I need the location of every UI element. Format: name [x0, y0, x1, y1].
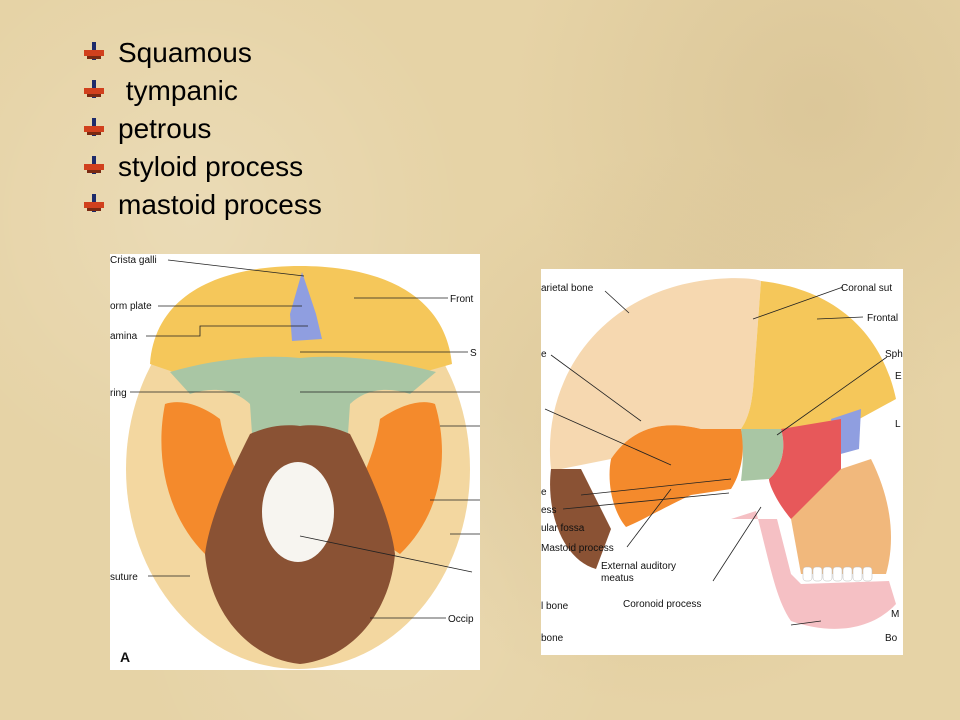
teeth: [802, 566, 873, 582]
label-l: L: [895, 419, 901, 430]
pin-bullet-icon: [84, 156, 104, 174]
bullet-text: styloid process: [118, 151, 304, 182]
label-parietal: arietal bone: [541, 283, 594, 294]
panel-b-labels: arietal bone Coronal sut Frontal Sph E L…: [541, 283, 903, 644]
label-crista-galli: Crista galli: [110, 255, 157, 266]
label-coronal: Coronal sut: [841, 283, 892, 294]
label-bone1: l bone: [541, 601, 569, 612]
label-lamina: amina: [110, 331, 138, 342]
label-fossa: ular fossa: [541, 523, 585, 534]
label-ring: ring: [110, 388, 127, 399]
lateral-skull-svg: arietal bone Coronal sut Frontal Sph E L…: [541, 278, 903, 644]
sphenoid-bone-region: [741, 429, 784, 481]
label-ext-auditory-2: meatus: [601, 573, 634, 584]
leader-lines: [130, 259, 480, 619]
pin-bullet-icon: [84, 194, 104, 212]
label-process: ess: [541, 505, 557, 516]
skull-base-svg: Crista galli orm plate amina Front S rin…: [110, 255, 480, 669]
parietal-bone-region: [549, 278, 761, 469]
bullet-item: Squamous: [84, 34, 322, 72]
bullet-item: petrous: [84, 110, 322, 148]
maxilla-region: [791, 459, 891, 574]
label-occipital: Occip: [448, 614, 474, 625]
bullet-item: tympanic: [84, 72, 322, 110]
bullet-list: Squamous tympanic petrous styloid proces…: [84, 34, 322, 224]
label-bo: Bo: [885, 633, 898, 644]
bullet-text: Squamous: [118, 37, 252, 68]
occipital-bone-region: [550, 469, 611, 569]
leader-lines: [544, 286, 888, 626]
temporal-bone-region: [609, 425, 743, 527]
panel-letter: A: [120, 649, 130, 665]
bullet-text: mastoid process: [118, 189, 322, 220]
foramen-magnum: [262, 462, 334, 562]
bullet-item: styloid process: [84, 148, 322, 186]
label-cribriform-plate: orm plate: [110, 301, 152, 312]
label-sphenoid: S: [470, 348, 477, 359]
panel-a-labels: Crista galli orm plate amina Front S rin…: [110, 255, 477, 665]
bullet-text: petrous: [118, 113, 212, 144]
label-frontal: Front: [450, 294, 474, 305]
label-m: M: [891, 609, 899, 620]
frontal-bone-region: [741, 281, 896, 429]
label-e: E: [895, 371, 902, 382]
label-mastoid: Mastoid process: [541, 543, 614, 554]
label-e-left: e: [541, 349, 547, 360]
label-frontal: Frontal: [867, 313, 898, 324]
label-e-left2: e: [541, 487, 547, 498]
mandible-region: [731, 511, 896, 629]
lateral-skull-diagram: arietal bone Coronal sut Frontal Sph E L…: [541, 269, 903, 655]
label-suture: suture: [110, 572, 138, 583]
label-coronoid: Coronoid process: [623, 599, 701, 610]
skull-base-diagram: Crista galli orm plate amina Front S rin…: [110, 254, 480, 670]
pin-bullet-icon: [84, 118, 104, 136]
bullet-item: mastoid process: [84, 186, 322, 224]
pin-bullet-icon: [84, 42, 104, 60]
label-ext-auditory-1: External auditory: [601, 561, 676, 572]
sphenoid-bone-region: [170, 356, 436, 434]
bullet-text: tympanic: [118, 75, 238, 106]
label-sphenoid: Sph: [885, 349, 903, 360]
pin-bullet-icon: [84, 80, 104, 98]
label-bone2: bone: [541, 633, 564, 644]
ethmoid-bone-region: [290, 272, 322, 341]
